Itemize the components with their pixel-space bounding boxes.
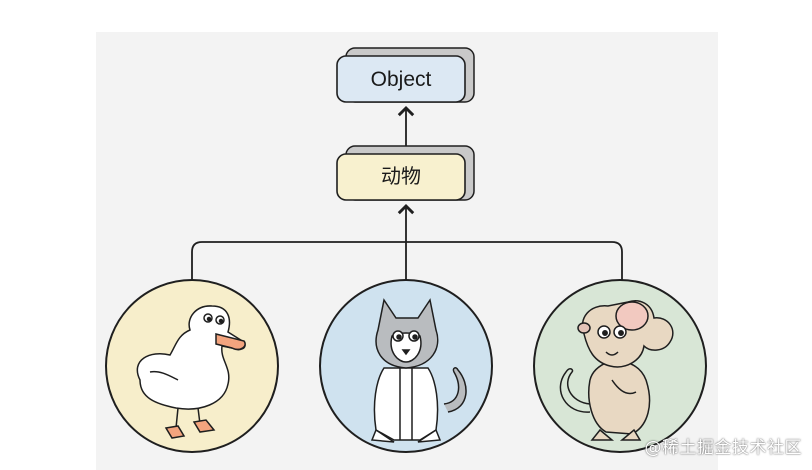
cat-node	[319, 279, 493, 453]
object-node	[336, 47, 475, 103]
inheritance-connectors	[191, 203, 623, 288]
duck-node	[105, 279, 279, 453]
cat-icon	[370, 298, 467, 443]
object-node-label: Object	[370, 68, 432, 91]
mouse-icon	[559, 300, 674, 441]
mouse-node	[533, 279, 707, 453]
animal-node-label: 动物	[381, 166, 421, 188]
watermark-text: @稀土掘金技术社区	[644, 438, 802, 458]
duck-icon	[136, 305, 246, 439]
animal-node	[336, 145, 475, 201]
